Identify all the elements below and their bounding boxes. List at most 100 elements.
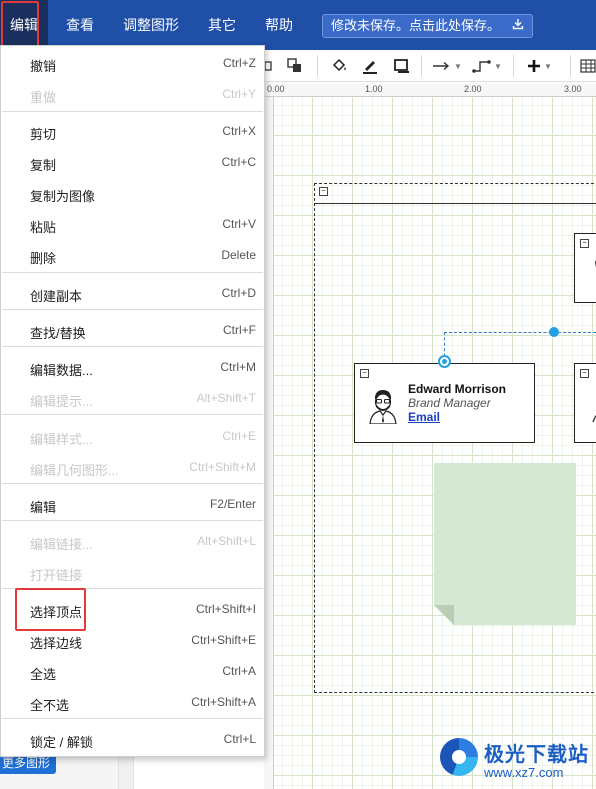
- menu-item-select-edges[interactable]: 选择边线 Ctrl+Shift+E: [1, 626, 264, 654]
- toolbar-separator: [317, 55, 318, 77]
- card-email-link[interactable]: Email: [408, 410, 441, 424]
- line-color-icon[interactable]: [359, 56, 381, 76]
- menu-item-label: 复制: [30, 158, 57, 173]
- more-shapes-button[interactable]: 更多图形: [0, 752, 56, 774]
- ruler-label: 0.00: [267, 84, 285, 94]
- menu-item-label: 复制为图像: [30, 189, 96, 204]
- menu-item-shortcut: Alt+Shift+L: [197, 534, 256, 548]
- site-logo-icon: [440, 738, 478, 776]
- toolbar-separator: [570, 55, 571, 77]
- fill-color-icon[interactable]: [329, 56, 351, 76]
- menu-item-label: 删除: [30, 251, 57, 266]
- menu-separator: [2, 346, 263, 347]
- menu-item-label: 全不选: [30, 698, 70, 713]
- menu-item-open-link: 打开链接: [1, 558, 264, 586]
- note-shape[interactable]: [434, 463, 576, 625]
- insert-plus-icon[interactable]: ▼: [522, 56, 556, 76]
- connection-arrow-icon[interactable]: ▼: [431, 56, 463, 76]
- ruler-label: 2.00: [464, 84, 482, 94]
- menu-item-label: 选择边线: [30, 636, 83, 651]
- menu-item-shortcut: Ctrl+M: [220, 360, 256, 374]
- menu-item-shortcut: Ctrl+Shift+I: [195, 602, 256, 616]
- menu-item-label: 编辑链接...: [30, 537, 93, 552]
- save-notice-text: 修改未保存。点击此处保存。: [331, 18, 501, 33]
- align-icon[interactable]: [264, 56, 274, 76]
- menu-separator: [2, 588, 263, 589]
- menu-item-label: 编辑数据...: [30, 363, 93, 378]
- menu-item-select-vertices[interactable]: 选择顶点 Ctrl+Shift+I: [1, 595, 264, 623]
- menu-item-label: 全选: [30, 667, 57, 682]
- menu-item-label: 粘贴: [30, 220, 57, 235]
- watermark-title: 极光下载站: [484, 744, 589, 766]
- collapse-icon[interactable]: −: [360, 369, 369, 378]
- menu-item-shortcut: Ctrl+Shift+A: [191, 695, 256, 709]
- menu-item-shortcut: Ctrl+E: [222, 429, 256, 443]
- menu-item-edit-tooltip: 编辑提示... Alt+Shift+T: [1, 384, 264, 412]
- menu-separator: [2, 520, 263, 521]
- diagram-canvas[interactable]: [274, 97, 596, 789]
- watermark: 极光下载站 www.xz7.com: [440, 734, 596, 788]
- menu-item-edit-data[interactable]: 编辑数据... Ctrl+M: [1, 353, 264, 381]
- vertical-ruler: [264, 97, 274, 789]
- org-container[interactable]: [314, 183, 596, 693]
- toolbar-separator: [421, 55, 422, 77]
- horizontal-ruler: 0.00 1.00 2.00 3.00: [264, 83, 596, 97]
- menu-item-cut[interactable]: 剪切 Ctrl+X: [1, 117, 264, 145]
- org-card[interactable]: −: [574, 363, 596, 443]
- menu-item-edit-link: 编辑链接... Alt+Shift+L: [1, 527, 264, 555]
- menu-item-label: 打开链接: [30, 568, 83, 583]
- menu-item-select-all[interactable]: 全选 Ctrl+A: [1, 657, 264, 685]
- menu-separator: [2, 111, 263, 112]
- connector-line[interactable]: [444, 332, 596, 333]
- group-icon[interactable]: [285, 56, 305, 76]
- menu-item-label: 撤销: [30, 59, 57, 74]
- menu-item-label: 剪切: [30, 127, 57, 142]
- menu-item-shortcut: Ctrl+X: [222, 124, 256, 138]
- menu-help[interactable]: 帮助: [265, 17, 293, 33]
- save-notice-button[interactable]: 修改未保存。点击此处保存。: [322, 14, 533, 38]
- connection-handle[interactable]: [438, 355, 451, 368]
- menu-item-label: 编辑提示...: [30, 394, 93, 409]
- collapse-icon[interactable]: −: [319, 187, 328, 196]
- org-card-edward[interactable]: − Edward Morrison Brand Manager Email: [354, 363, 535, 443]
- org-card[interactable]: −: [574, 233, 596, 303]
- connector-waypoint[interactable]: [549, 327, 559, 337]
- menu-item-shortcut: Ctrl+L: [223, 732, 256, 746]
- menu-item-copy-as-image[interactable]: 复制为图像: [1, 179, 264, 207]
- table-icon[interactable]: [580, 56, 596, 76]
- chevron-down-icon: ▼: [544, 61, 552, 71]
- person-avatar-icon: [369, 390, 397, 424]
- shadow-icon[interactable]: [391, 56, 413, 76]
- menu-item-select-none[interactable]: 全不选 Ctrl+Shift+A: [1, 688, 264, 716]
- collapse-icon[interactable]: −: [580, 369, 589, 378]
- menu-edit[interactable]: 编辑: [0, 0, 48, 50]
- collapse-icon[interactable]: −: [580, 239, 589, 248]
- menu-item-shortcut: Ctrl+Shift+E: [191, 633, 256, 647]
- chevron-down-icon: ▼: [494, 61, 502, 71]
- menu-item-paste[interactable]: 粘贴 Ctrl+V: [1, 210, 264, 238]
- connector-line[interactable]: [444, 332, 445, 362]
- menu-view[interactable]: 查看: [66, 17, 94, 33]
- menu-item-shortcut: Ctrl+V: [222, 217, 256, 231]
- container-header[interactable]: [314, 183, 596, 204]
- menu-item-label: 选择顶点: [30, 605, 83, 620]
- download-icon: [512, 15, 524, 37]
- menu-item-shortcut: Ctrl+A: [222, 664, 256, 678]
- waypoints-icon[interactable]: ▼: [471, 56, 503, 76]
- menu-arrange[interactable]: 调整图形: [123, 17, 179, 33]
- menu-separator: [2, 272, 263, 273]
- chevron-down-icon: ▼: [454, 61, 462, 71]
- menu-separator: [2, 309, 263, 310]
- menu-item-shortcut: Alt+Shift+T: [196, 391, 256, 405]
- menu-extras[interactable]: 其它: [208, 17, 236, 33]
- person-avatar-icon: [592, 415, 596, 423]
